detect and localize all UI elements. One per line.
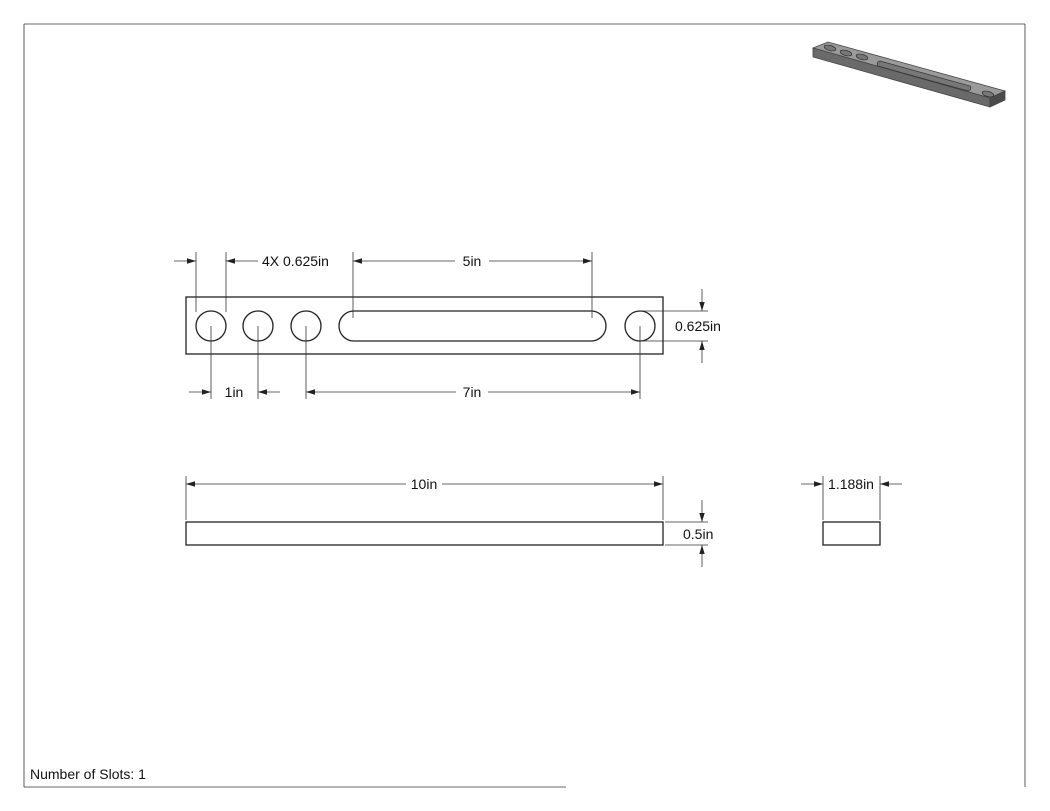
dim-label-overall-length: 10in: [411, 476, 437, 492]
dim-label-pitch: 1in: [225, 384, 244, 400]
side-view-outline: [822, 521, 881, 546]
side-view: [822, 521, 881, 546]
top-view: [185, 296, 664, 355]
front-view: [185, 521, 664, 546]
dim-hole-diameter: 4X 0.625in: [174, 252, 329, 312]
slots-note: Number of Slots: 1: [30, 766, 146, 782]
dim-span: 7in: [305, 326, 641, 400]
top-view-outline: [185, 296, 664, 355]
dim-side-width: 1.188in: [801, 476, 902, 520]
front-view-outline: [185, 521, 664, 546]
dim-slot-length: 5in: [352, 252, 593, 318]
dim-pitch: 1in: [189, 326, 280, 400]
dim-label-span: 7in: [463, 384, 482, 400]
dim-thickness: 0.5in: [665, 500, 713, 567]
sheet-border: [23, 23, 1026, 788]
dim-label-hole-diameter: 4X 0.625in: [262, 253, 329, 269]
isometric-preview: [811, 41, 1007, 108]
dim-label-width: 0.625in: [675, 318, 721, 334]
dim-label-slot-length: 5in: [463, 253, 482, 269]
dim-label-thickness: 0.5in: [683, 526, 713, 542]
dim-label-side-width: 1.188in: [828, 476, 874, 492]
dim-width: 0.625in: [640, 289, 721, 363]
slot: [338, 310, 607, 342]
dim-overall-length: 10in: [185, 476, 664, 520]
